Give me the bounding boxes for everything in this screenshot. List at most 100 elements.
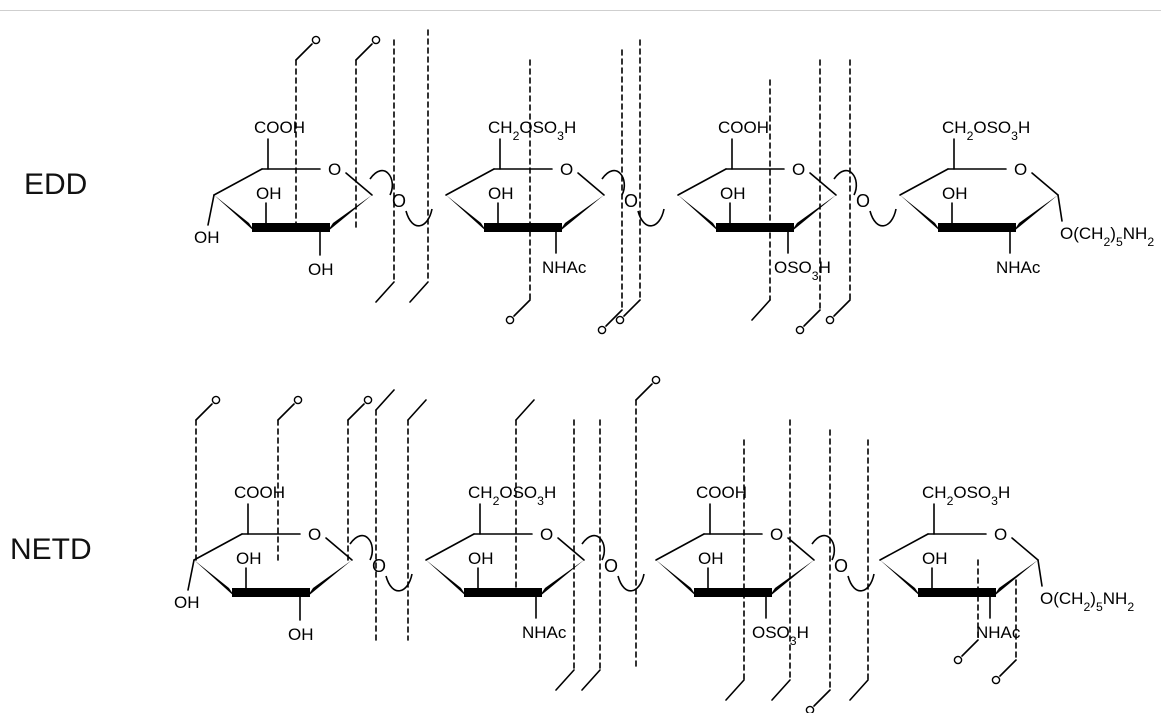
r0-res3-sub2-label: NHAc: [996, 258, 1041, 277]
r1-res3-linker-bond: [1037, 559, 1043, 587]
r0-cleavage-0-dot-top: [311, 35, 321, 45]
r1-res2-ring-bond: [655, 533, 705, 561]
r0-glycosidic-0-oxygen: O: [392, 191, 406, 211]
r1-res0-wedge-right: [307, 560, 352, 597]
r0-res3-ring-bond: [899, 168, 949, 196]
r1-cleavage-1-dot-top: [293, 395, 303, 405]
r1-res0-sub1-label: OH: [236, 549, 262, 568]
r0-res0-wedge-right: [327, 195, 372, 232]
r0-cleavage-3-slash-bot: [409, 281, 429, 303]
r0-res2-ring-oxygen: O: [792, 160, 805, 179]
r0-glycosidic-0-bond-a: [369, 169, 394, 196]
r0-res2-ring-bond: [809, 172, 837, 196]
r0-res3-linker-label: O(CH2)5NH2: [1060, 224, 1154, 249]
r1-glycosidic-2-oxygen: O: [834, 556, 848, 576]
r0-glycosidic-1-oxygen: O: [624, 191, 638, 211]
r1-res0-wedge-front: [232, 588, 310, 597]
r1-res2-ring-oxygen: O: [770, 525, 783, 544]
r1-res1-sub1-label: OH: [468, 549, 494, 568]
r1-res0-sub3-label: OH: [174, 593, 200, 612]
r0-res0-carboxyl-label: COOH: [254, 118, 305, 137]
r1-res0-ring-bond: [193, 533, 243, 561]
r1-res0-sub3-bond: [187, 559, 195, 591]
r0-res2-wedge-left: [678, 195, 719, 232]
r0-res2-sub2-label: OSO3H: [774, 258, 831, 283]
r0-res3-wedge-left: [900, 195, 941, 232]
r1-res3-linker-label: O(CH2)5NH2: [1040, 589, 1134, 614]
r0-res0-ring-bond: [213, 168, 263, 196]
r1-cleavage-8-tick-top: [635, 383, 653, 401]
r1-cleavage-6-slash-bot: [555, 669, 575, 691]
r0-cleavage-8-dot-bot: [795, 325, 805, 335]
r1-res1-ring-bond: [425, 533, 475, 561]
r1-cleavage-12-slash-bot: [849, 679, 869, 701]
r1-cleavage-10-slash-bot: [771, 679, 791, 701]
structure-netd: OCOOHOHOHOHOCH2OSO3HOHNHAcOCOOHOHOSO3HOC…: [174, 375, 1134, 713]
r1-res2-sub2-label: OSO3H: [752, 623, 809, 648]
r1-res3-wedge-left: [880, 560, 921, 597]
r1-cleavage-13-dot-bot: [953, 655, 963, 665]
r1-res1-sub2-label: NHAc: [522, 623, 567, 642]
r1-glycosidic-1-bond-a: [581, 534, 606, 561]
r0-cleavage-6-tick-bot: [623, 299, 641, 317]
r0-res1-sub2-label: NHAc: [542, 258, 587, 277]
r0-glycosidic-2-oxygen: O: [856, 191, 870, 211]
r0-res3-linker-bond: [1057, 194, 1063, 222]
row-label-edd: EDD: [24, 168, 88, 201]
r1-cleavage-1-tick-top: [277, 403, 295, 421]
r1-res3-ch2oso3h-label: CH2OSO3H: [922, 483, 1010, 508]
r0-res1-sub1-label: OH: [488, 184, 514, 203]
r1-cleavage-0-dot-top: [211, 395, 221, 405]
r1-res0-sub2-label: OH: [288, 625, 314, 644]
r1-cleavage-5-slash-top: [515, 399, 535, 421]
r0-cleavage-4-tick-bot: [513, 299, 531, 317]
r0-res3-wedge-front: [938, 223, 1016, 232]
row-label-netd: NETD: [10, 533, 92, 566]
r1-glycosidic-0-bond-a: [349, 534, 374, 561]
r0-res0-sub1-label: OH: [256, 184, 282, 203]
r1-glycosidic-1-oxygen: O: [604, 556, 618, 576]
r1-cleavage-11-tick-bot: [813, 689, 831, 707]
r1-res3-wedge-right: [993, 560, 1038, 597]
r0-res2-wedge-right: [791, 195, 836, 232]
r0-glycosidic-1-bond-b: [637, 208, 665, 227]
r0-cleavage-1-dot-top: [371, 35, 381, 45]
r0-res1-wedge-right: [559, 195, 604, 232]
r1-cleavage-3-slash-top: [375, 389, 395, 411]
r0-cleavage-5-tick-bot: [605, 309, 623, 327]
r0-res0-sub3-bond: [207, 194, 215, 226]
r1-res1-ring-bond: [557, 537, 585, 561]
r1-cleavage-8-dot-top: [651, 375, 661, 385]
r1-res1-wedge-right: [539, 560, 584, 597]
r1-res0-wedge-left: [194, 560, 235, 597]
r0-res3-ch2oso3h-label: CH2OSO3H: [942, 118, 1030, 143]
r0-res2-sub1-label: OH: [720, 184, 746, 203]
r1-glycosidic-0-bond-b: [385, 573, 413, 592]
r1-cleavage-14-tick-bot: [999, 659, 1017, 677]
r1-res2-sub1-label: OH: [698, 549, 724, 568]
r0-cleavage-6-dot-bot: [615, 315, 625, 325]
r1-res1-ch2oso3h-label: CH2OSO3H: [468, 483, 556, 508]
r0-cleavage-0-tick-top: [295, 43, 313, 61]
r1-res1-ring-oxygen: O: [540, 525, 553, 544]
r0-res1-wedge-front: [484, 223, 562, 232]
r1-res3-sub2-label: NHAc: [976, 623, 1021, 642]
r1-res0-ring-oxygen: O: [308, 525, 321, 544]
r1-res0-carboxyl-label: COOH: [234, 483, 285, 502]
r0-res1-ch2oso3h-label: CH2OSO3H: [488, 118, 576, 143]
r1-res2-ring-bond: [787, 537, 815, 561]
r1-cleavage-0-tick-top: [195, 403, 213, 421]
r1-res2-carboxyl-label: COOH: [696, 483, 747, 502]
r0-glycosidic-0-bond-b: [405, 208, 433, 227]
r0-res3-ring-bond: [1031, 172, 1059, 196]
r1-cleavage-9-slash-bot: [725, 679, 745, 701]
structure-edd: OCOOHOHOHOHOCH2OSO3HOHNHAcOCOOHOHOSO3HOC…: [194, 29, 1154, 335]
r0-glycosidic-2-bond-b: [869, 208, 897, 227]
r1-res2-wedge-right: [769, 560, 814, 597]
r0-glycosidic-2-bond-a: [833, 169, 858, 196]
r0-cleavage-9-dot-bot: [825, 315, 835, 325]
r0-cleavage-8-tick-bot: [803, 309, 821, 327]
r1-cleavage-7-slash-bot: [581, 669, 601, 691]
r1-res3-sub1-label: OH: [922, 549, 948, 568]
